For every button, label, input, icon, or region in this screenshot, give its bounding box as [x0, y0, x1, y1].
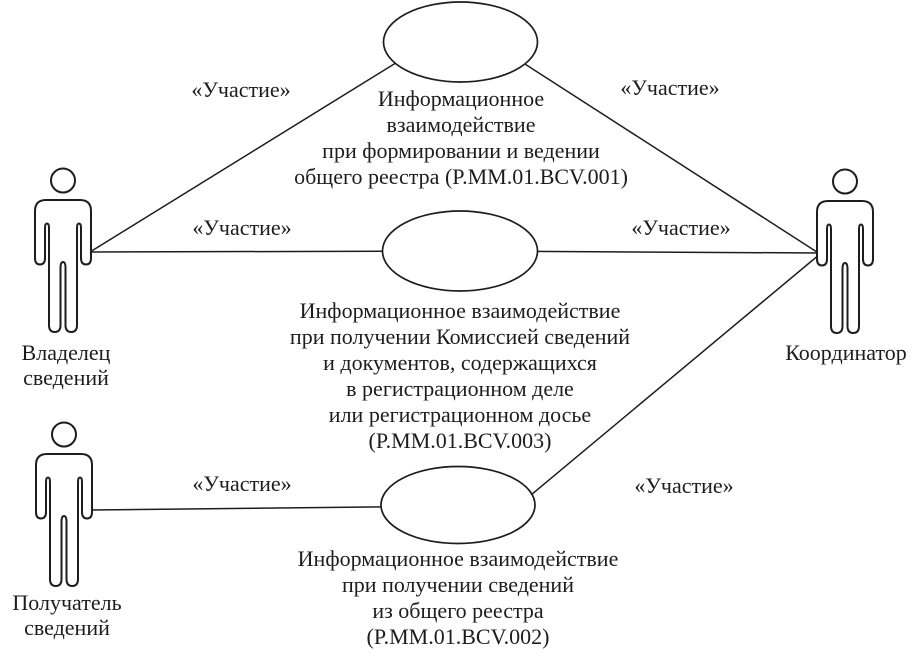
use-case-2-line: (P.MM.01.BCV.002) [366, 624, 550, 649]
use-case-ellipse-1 [382, 1, 539, 83]
use-case-3-label: Информационное взаимодействие при получе… [290, 298, 630, 454]
actor-coordinator-label: Координатор [785, 340, 907, 365]
use-case-2-line: Информационное взаимодействие [297, 546, 619, 571]
stereotype-label-middle-left: «Участие» [192, 215, 292, 240]
actor-receiver-label: Получатель сведений [12, 590, 121, 640]
stereotype-label-top-right: «Участие» [620, 75, 720, 100]
use-case-2-label: Информационное взаимодействие при получе… [298, 546, 619, 650]
use-case-1-line: взаимодействие [386, 112, 536, 137]
use-case-1-label: Информационное взаимодействие при формир… [294, 86, 628, 190]
actor-receiver-figure [35, 421, 93, 587]
actor-coordinator-figure [816, 168, 874, 334]
actor-coordinator-label-line: Координатор [785, 340, 907, 365]
actor-owner-label-line: Владелец [21, 340, 111, 365]
association-line-coordinator-uc2 [494, 253, 821, 526]
use-case-3-line: в регистрационном деле [346, 376, 574, 401]
use-case-1-line: Информационное [377, 86, 545, 111]
actor-owner-label: Владелец сведений [22, 340, 111, 390]
stereotype-label-middle-right: «Участие» [631, 215, 731, 240]
stereotype-label-bottom-left: «Участие» [192, 471, 292, 496]
use-case-2-line: из общего реестра [372, 598, 544, 623]
use-case-ellipse-2 [380, 465, 536, 545]
actor-owner-figure [34, 167, 92, 333]
use-case-3-line: при получении Комиссией сведений [289, 324, 631, 349]
stereotype-label-bottom-right: «Участие» [634, 473, 734, 498]
association-line-uc1-coordinator [499, 47, 821, 255]
use-case-3-line: и документов, содержащихся [323, 350, 597, 375]
use-case-3-line: Информационное взаимодействие [299, 298, 621, 323]
use-case-1-line: общего реестра (P.MM.01.BCV.001) [294, 164, 628, 189]
actor-owner-label-line: сведений [23, 365, 109, 390]
use-case-3-line: (P.MM.01.BCV.003) [368, 428, 552, 453]
actor-receiver-label-line: Получатель [12, 590, 122, 615]
association-line-owner-uc1 [89, 47, 421, 253]
use-case-1-line: при формировании и ведении [322, 138, 600, 163]
use-case-ellipse-3 [381, 210, 539, 292]
use-case-2-line: при получении сведений [342, 572, 574, 597]
actor-receiver-label-line: сведений [24, 615, 110, 640]
use-case-3-line: или регистрационном досье [328, 402, 592, 427]
stereotype-label-top-left: «Участие» [191, 77, 291, 102]
